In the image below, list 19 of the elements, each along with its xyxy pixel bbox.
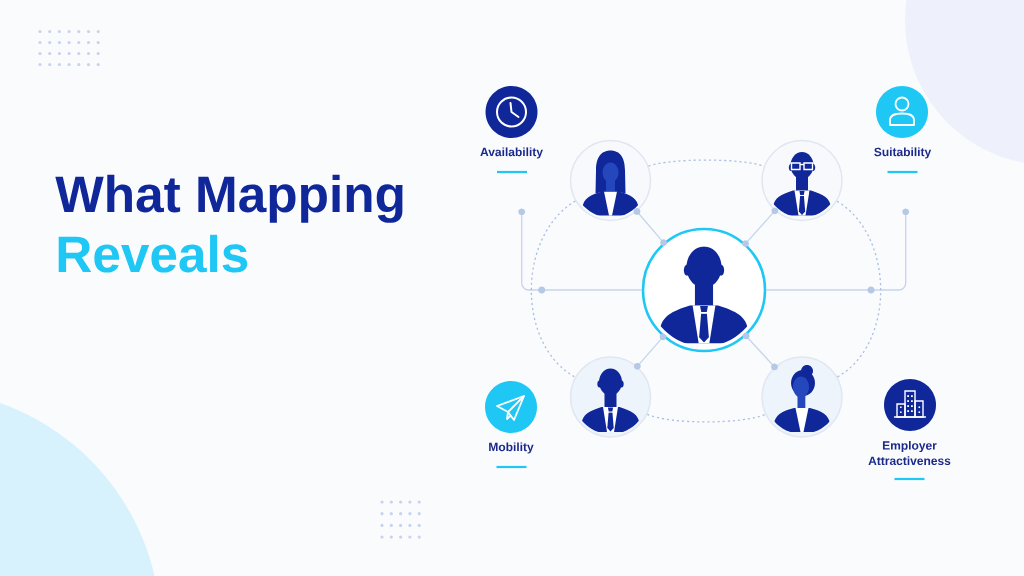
connector-line [633,333,667,370]
connector-line [742,207,779,247]
person-avatar [761,139,843,222]
heading: What Mapping Reveals [55,174,403,273]
category-label: Mobility [489,442,534,454]
person-avatar [641,227,767,353]
person-avatar [761,356,843,438]
connector-line [633,208,667,246]
dotted-arc [646,413,766,423]
dotted-arc [836,200,882,378]
person-avatar [569,356,652,438]
dotted-arc [530,200,576,378]
category-label: Suitability [874,147,932,159]
category-label: Availability [480,147,543,159]
connector-line [518,208,643,291]
connector-line [742,332,778,371]
category-label: Employer Attractiveness [868,440,951,466]
connector-line [765,208,910,291]
person-avatar [569,139,652,222]
